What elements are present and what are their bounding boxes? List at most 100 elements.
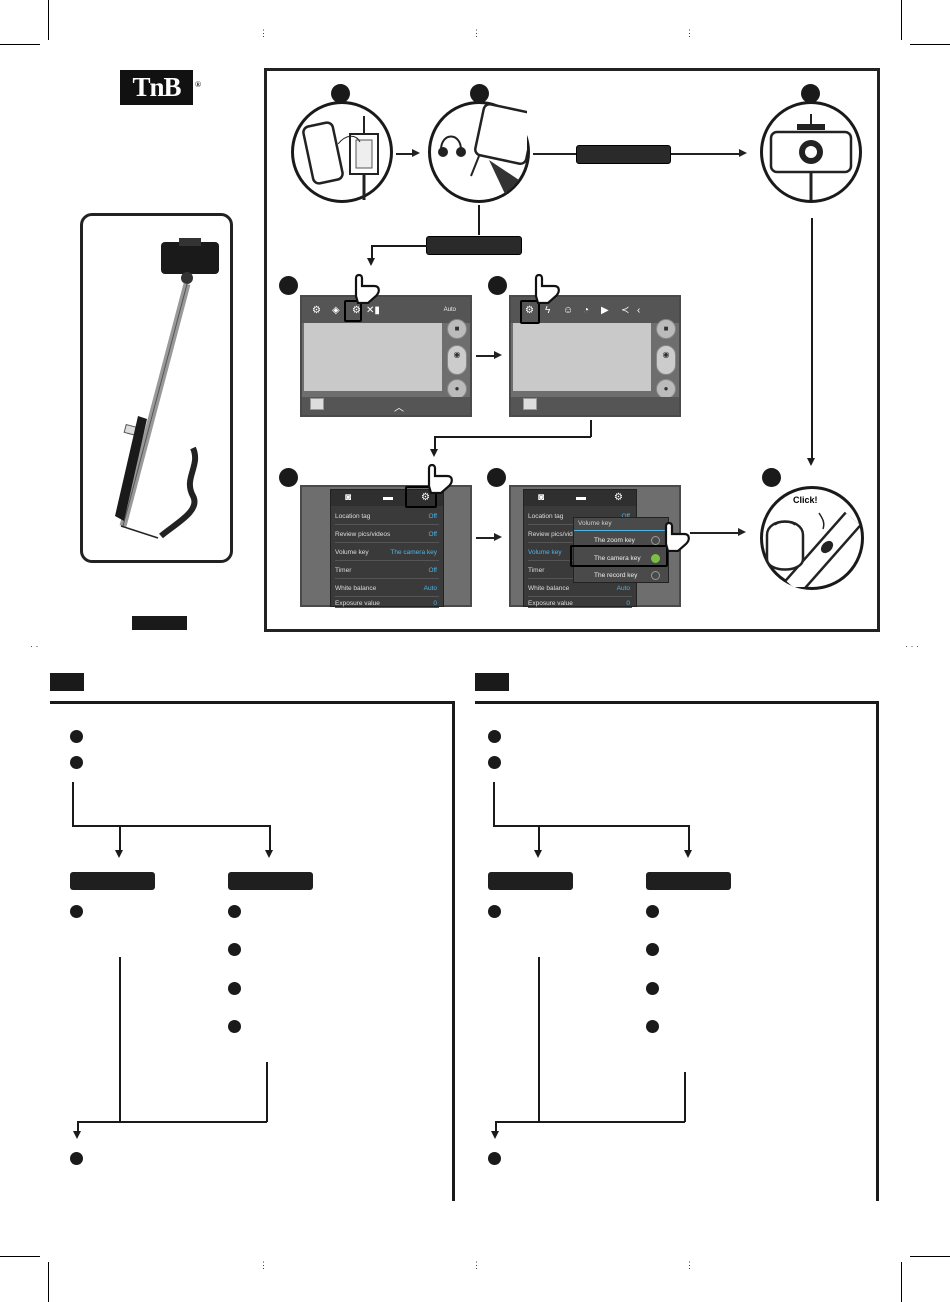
row-value: Auto — [423, 585, 437, 592]
flow-line — [493, 782, 495, 826]
option-label-pill — [426, 236, 522, 255]
crop-mark — [48, 1262, 49, 1302]
camera-icon — [769, 114, 853, 200]
phone-in-holder-icon — [302, 116, 379, 200]
step-marker — [228, 943, 241, 956]
click-label: Click! — [793, 495, 818, 505]
option-label: The zoom key — [594, 537, 635, 544]
option-label-pill — [70, 872, 155, 890]
step-marker — [762, 468, 781, 487]
section-rule — [50, 701, 455, 704]
option-label-pill — [488, 872, 573, 890]
step-marker — [488, 756, 501, 769]
gear-icon[interactable]: ⚙ — [525, 305, 534, 316]
row-value: Off — [428, 531, 437, 538]
flow-line — [684, 1072, 686, 1122]
effect-icon: ◈ — [332, 305, 340, 316]
row-label: Volume key — [528, 549, 562, 556]
row-label: Exposure value — [335, 600, 380, 607]
share-icon: ≺ — [621, 305, 630, 316]
camera-viewfinder — [304, 323, 442, 391]
step-marker — [646, 943, 659, 956]
video-icon[interactable]: ▬ — [383, 492, 393, 503]
radio-button-selected[interactable] — [651, 554, 660, 563]
fold-mark: · · — [30, 641, 39, 651]
flow-arrowhead — [807, 458, 815, 466]
video-icon[interactable]: ▬ — [576, 492, 586, 503]
step-marker — [487, 468, 506, 487]
row-label: White balance — [528, 585, 570, 592]
back-icon[interactable]: ‹ — [637, 305, 641, 316]
radio-button[interactable] — [651, 536, 660, 545]
camera-bottombar — [302, 397, 470, 415]
camera-icon[interactable]: ◙ — [345, 492, 352, 503]
shutter-button[interactable]: ◉ — [447, 345, 467, 375]
gear-highlight — [520, 300, 540, 324]
flow-arrowhead — [684, 850, 692, 858]
flow-arrowhead — [494, 533, 502, 541]
flow-line — [493, 825, 689, 827]
flow-line — [590, 420, 592, 437]
gear-icon[interactable]: ⚙ — [352, 305, 361, 316]
volume-option-record[interactable]: The record key — [578, 567, 664, 584]
fold-mark: ⋮ — [472, 1260, 481, 1270]
step-marker — [646, 982, 659, 995]
flow-arrow — [671, 153, 741, 155]
volume-option-zoom[interactable]: The zoom key — [578, 532, 664, 549]
gear-icon[interactable]: ⚙ — [614, 492, 623, 503]
row-label: White balance — [335, 585, 377, 592]
flow-line — [119, 825, 121, 851]
volume-key-popup: Volume key The zoom key The camera key T… — [573, 517, 669, 583]
crop-mark — [0, 44, 40, 45]
row-value: Off — [428, 513, 437, 520]
camera-screen-a: ⚙ ◈ ⚙ ✕▮ Auto ■ ◉ ● ︿ — [300, 295, 472, 417]
step-marker — [646, 905, 659, 918]
camera-bottombar — [511, 397, 679, 415]
video-button[interactable]: ■ — [656, 319, 676, 339]
volume-option-camera[interactable]: The camera key — [578, 550, 664, 567]
gallery-thumbnail[interactable] — [523, 398, 537, 410]
step-marker — [279, 468, 298, 487]
settings-row[interactable]: White balance Auto — [335, 580, 439, 597]
gear-icon[interactable]: ⚙ — [421, 492, 430, 503]
video-button[interactable]: ■ — [447, 319, 467, 339]
step-marker — [488, 905, 501, 918]
step-marker — [70, 1152, 83, 1165]
row-label: Exposure value — [528, 600, 573, 607]
gallery-thumbnail[interactable] — [310, 398, 324, 410]
flow-line — [538, 825, 540, 851]
flow-line — [811, 218, 813, 460]
settings-row[interactable]: Exposure value 0 — [528, 598, 632, 608]
step-marker — [70, 730, 83, 743]
step-marker — [228, 905, 241, 918]
chevron-up-icon[interactable]: ︿ — [394, 403, 404, 414]
row-value: 0 — [626, 600, 630, 607]
settings-tabs — [331, 490, 443, 506]
row-value: Off — [621, 508, 630, 525]
flow-arrowhead — [265, 850, 273, 858]
step-marker — [279, 276, 298, 295]
flash-icon: ✕▮ — [366, 305, 380, 316]
shutter-button[interactable]: ◉ — [656, 345, 676, 375]
flow-arrow — [533, 153, 577, 155]
radio-button[interactable] — [651, 571, 660, 580]
mode-button[interactable]: ● — [447, 379, 467, 399]
flow-line — [371, 245, 427, 247]
step-marker — [488, 1152, 501, 1165]
row-label: Review pics/vide — [528, 531, 577, 538]
section-rule — [876, 701, 879, 1201]
camera-icon[interactable]: ◙ — [538, 492, 545, 503]
step-marker — [646, 1020, 659, 1033]
step-marker — [228, 982, 241, 995]
row-label: Timer — [528, 567, 545, 574]
headphone-jack-icon — [438, 103, 536, 194]
mode-button[interactable]: ● — [656, 379, 676, 399]
step-marker — [801, 84, 820, 103]
product-frame — [80, 213, 233, 563]
